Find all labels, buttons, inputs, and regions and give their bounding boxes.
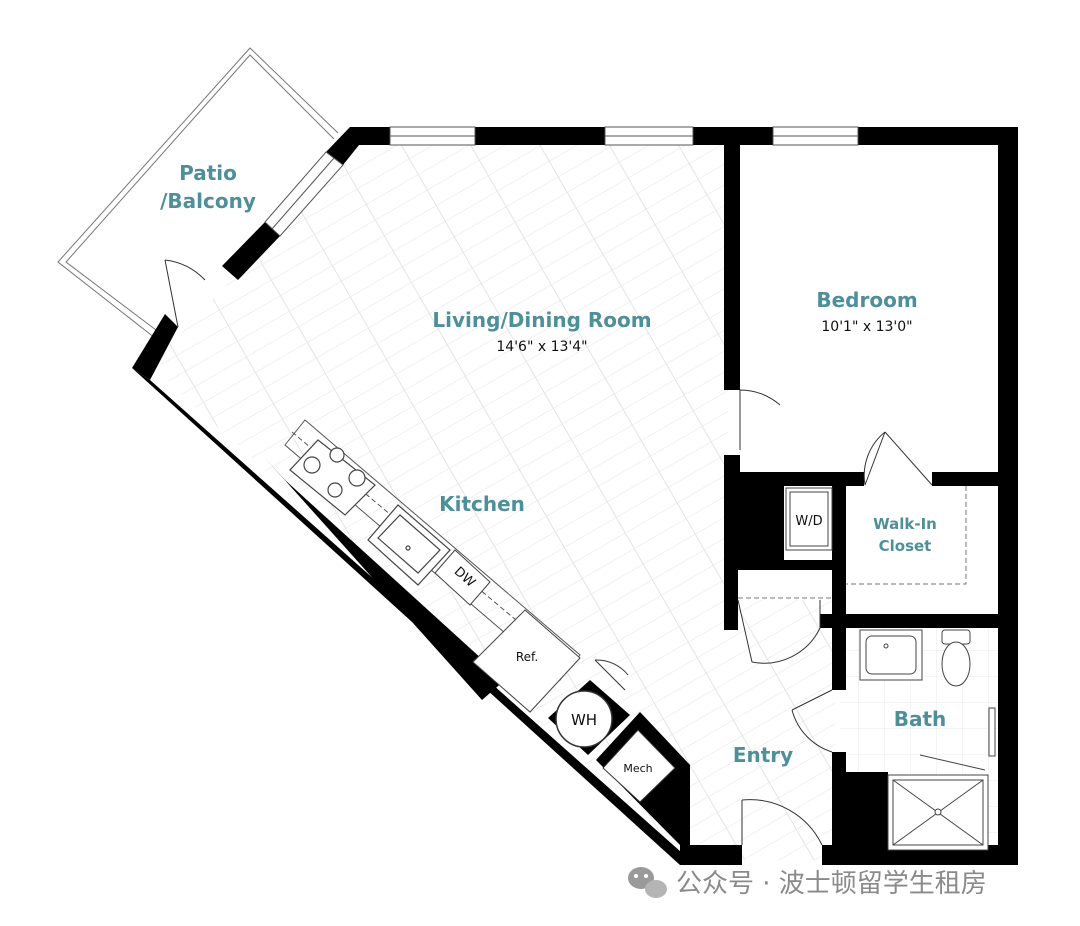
living-floor	[150, 145, 728, 860]
watermark-text: 公众号 · 波士顿留学生租房	[676, 869, 987, 899]
closet-label-line2: Closet	[879, 537, 932, 555]
bedroom-label: Bedroom	[816, 288, 917, 312]
closet-label-line1: Walk-In	[873, 515, 937, 533]
kitchen-sink-icon	[367, 504, 451, 586]
washer-dryer-label: W/D	[795, 514, 822, 529]
windows	[264, 126, 859, 237]
refrigerator-label: Ref.	[516, 650, 538, 664]
living-room-label: Living/Dining Room	[432, 308, 651, 332]
toilet-icon	[941, 629, 971, 687]
interior-walls	[724, 145, 998, 860]
bath-towel-bar	[988, 707, 996, 757]
washer-dryer: W/D	[785, 487, 833, 551]
living-room-dims: 14'6" x 13'4"	[496, 339, 587, 355]
doors	[164, 259, 933, 846]
entry-label: Entry	[733, 743, 793, 767]
water-heater-label: WH	[571, 711, 597, 729]
shower-icon	[887, 754, 989, 851]
patio-outline	[57, 47, 339, 339]
exterior-walls	[132, 127, 1018, 865]
mechanical: Mech	[596, 712, 690, 845]
wechat-icon	[628, 867, 667, 898]
bath-label: Bath	[894, 707, 947, 731]
patio-label-line2: /Balcony	[160, 189, 256, 213]
bath-sink-icon	[859, 629, 923, 681]
dishwasher: DW	[434, 549, 491, 606]
bedroom-dims: 10'1" x 13'0"	[821, 319, 912, 335]
cooktop-icon	[289, 439, 376, 516]
entry-floor	[690, 600, 835, 860]
water-heater: WH	[548, 680, 630, 755]
patio-label-line1: Patio	[179, 161, 237, 185]
kitchen-label: Kitchen	[439, 492, 525, 516]
mechanical-label: Mech	[623, 762, 652, 775]
closet-rod	[846, 486, 967, 585]
refrigerator: Ref.	[472, 609, 581, 713]
